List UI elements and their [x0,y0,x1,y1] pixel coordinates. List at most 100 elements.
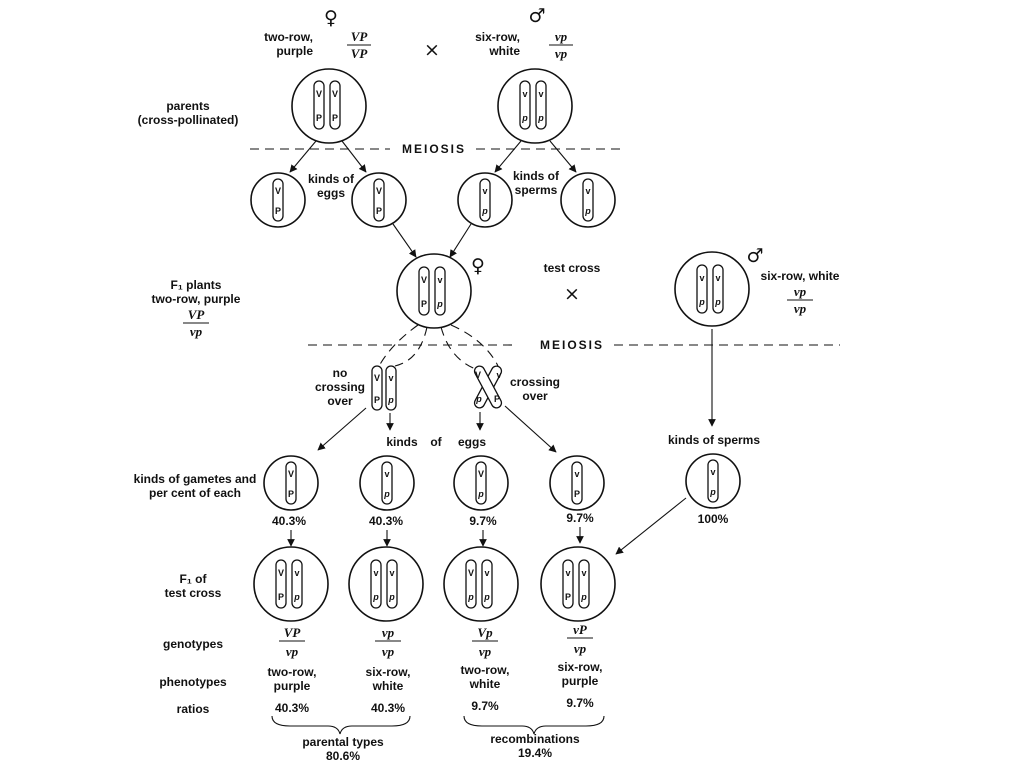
meiosis-path [394,326,428,367]
svg-text:v: v [373,568,378,578]
kinds-of-eggs-label-1: kinds of [308,172,355,186]
sperm-cell-2: v p [560,172,616,228]
female-parent-genotype-bottom: VP [351,46,369,61]
kinds-label: kinds [386,435,418,449]
cross-symbol: × [424,39,440,61]
svg-text:p: p [698,297,705,307]
gametes-label-1: kinds of gametes and [134,472,257,486]
svg-text:P: P [494,394,500,404]
svg-text:p: p [372,592,379,602]
meiosis-path [450,324,499,367]
outcome-column: vP vp six-row, purple 9.7% [558,622,603,710]
outcome-phenotype-2: purple [562,674,599,688]
outcome-genotype-bottom: vp [382,644,395,659]
svg-text:v: v [484,568,489,578]
svg-text:P: P [374,395,380,405]
svg-text:V: V [332,89,338,99]
gamete-percent: 40.3% [272,514,306,528]
egg-cell-2: V P [351,172,407,228]
kinds-of-sperms-label-1: kinds of [513,169,560,183]
outcome-ratio: 9.7% [471,699,499,713]
meiosis-path [377,324,419,369]
svg-text:p: p [475,394,482,404]
arrow [392,223,417,258]
outcome-genotype-top: vP [573,622,588,637]
svg-text:p: p [709,487,716,497]
sperm-cell-1: v p [457,172,513,228]
testcross-cell-4: v v P p [540,546,616,622]
svg-text:p: p [481,206,488,216]
outcome-ratio: 40.3% [371,701,405,715]
f1-genotype-top: VP [188,307,206,322]
phenotypes-row-label: phenotypes [159,675,227,689]
svg-text:V: V [376,186,382,196]
arrow [549,140,577,173]
svg-text:P: P [565,592,571,602]
tester-genotype-bottom: vp [794,301,807,316]
tester-sperm-cell: v p [685,453,741,509]
outcome-genotype-top: Vp [477,625,493,640]
male-symbol-icon: ♂ [528,5,545,27]
svg-text:v: v [699,273,704,283]
outcome-genotype-bottom: vp [479,644,492,659]
outcome-phenotype-2: purple [274,679,311,693]
gamete-cell-VP: V P [263,455,319,511]
parents-side-label-2: (cross-pollinated) [138,113,239,127]
outcome-column: Vp vp two-row, white 9.7% [461,625,510,713]
ratios-row-label: ratios [177,702,210,716]
gamete-cell-vp: v p [359,455,415,511]
svg-text:p: p [436,299,443,309]
test-cross-label: test cross [544,261,601,275]
svg-text:V: V [475,370,481,380]
testcross-label-1: F₁ of [180,572,208,586]
kinds-of-eggs-label-2: eggs [317,186,345,200]
svg-text:V: V [288,469,294,479]
svg-text:v: v [710,467,715,477]
outcome-phenotype-2: white [469,677,501,691]
svg-text:p: p [537,113,544,123]
svg-text:p: p [521,113,528,123]
parental-brace [271,715,411,735]
gamete-percent: 100% [698,512,729,526]
outcome-ratio: 40.3% [275,701,309,715]
egg-cell-1: V P [250,172,306,228]
arrow [289,140,317,173]
tester-male-symbol-icon: ♂ [746,245,763,267]
meiosis-path [440,326,479,371]
parental-types-value: 80.6% [326,749,360,763]
svg-text:V: V [275,186,281,196]
outcome-phenotype-1: two-row, [268,665,317,679]
crossing-over-chromosomes: V v p P [473,365,503,409]
outcome-column: VP vp two-row, purple 40.3% [268,625,317,715]
tester-genotype-top: vp [794,284,807,299]
svg-text:p: p [387,395,394,405]
outcome-phenotype-1: six-row, [558,660,603,674]
no-crossing-chromosomes: V v P p [371,365,397,411]
arrow [341,140,367,173]
tester-label: six-row, white [761,269,840,283]
gamete-percent: 40.3% [369,514,403,528]
recombination-brace [463,715,605,735]
no-crossing-label-1: no [333,366,348,380]
male-parent-cell: v v p p [497,68,573,144]
svg-text:P: P [421,299,427,309]
crossing-over-label-1: crossing [510,375,560,389]
kinds-of-sperms-label: kinds of sperms [668,433,760,447]
testcross-cell-3: V v p p [443,546,519,622]
f1-genotype-bottom: vp [190,324,203,339]
testcross-cell-1: V v P p [253,546,329,622]
female-parent-genotype-top: VP [351,29,369,44]
of-label: of [430,435,442,449]
gamete-percent: 9.7% [469,514,497,528]
svg-text:p: p [383,489,390,499]
svg-text:P: P [278,592,284,602]
no-crossing-label-2: crossing [315,380,365,394]
crossing-over-label-2: over [522,389,548,403]
gametes-label-2: per cent of each [149,486,241,500]
male-parent-label-1: six-row, [475,30,520,44]
svg-text:P: P [376,206,382,216]
f1-plants-label-1: F₁ plants [171,278,222,292]
arrow [449,223,472,258]
svg-text:v: v [538,89,543,99]
